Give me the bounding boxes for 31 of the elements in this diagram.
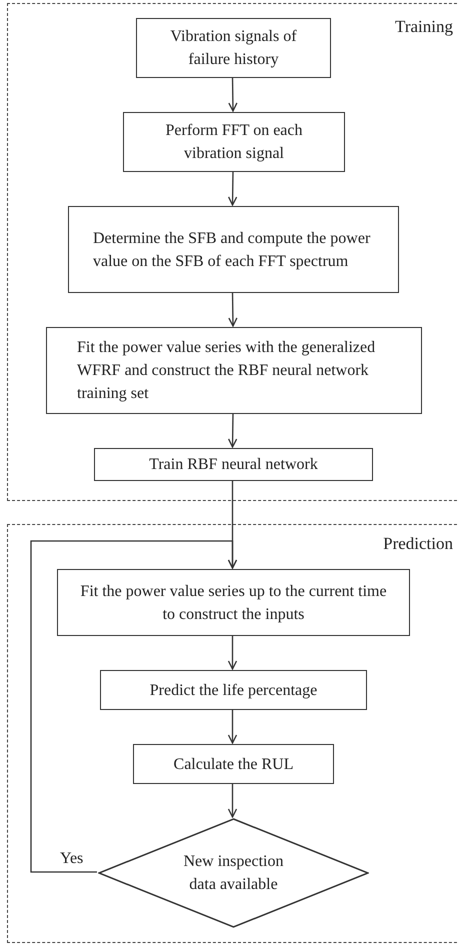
step-text: Calculate the RUL (174, 754, 294, 774)
arrow (228, 77, 238, 112)
arrow (228, 709, 238, 744)
step-text: Perform FFT on each vibration signal (164, 121, 304, 164)
arrow (228, 635, 238, 670)
step-text: Fit the power value series up to the current time to construct the inputs (80, 582, 387, 624)
step-text: Vibration signals of failure history (169, 27, 298, 70)
decision-diamond (98, 818, 369, 928)
step-text: Train RBF neural network (149, 455, 318, 475)
edge-label: Yes (60, 851, 84, 867)
process-box (94, 448, 373, 481)
step-text: New inspection data available (182, 852, 284, 895)
group-title: Training (395, 18, 453, 35)
process-box (123, 112, 345, 172)
process-box (133, 744, 334, 784)
process-box (46, 327, 422, 414)
arrow (30, 540, 238, 873)
step-text: Determine the SFB and compute the power value on the SFB of each FFT spectrum (93, 228, 372, 272)
arrow (228, 783, 238, 818)
group-title: Prediction (383, 535, 453, 552)
process-box (136, 18, 331, 78)
arrow (228, 171, 238, 206)
process-box (100, 670, 367, 710)
process-box (57, 569, 410, 636)
step-text: Fit the power value series with the generalized WFRF and construct the RBF neural network training set (77, 338, 376, 404)
arrow (228, 413, 238, 448)
step-text: Predict the life percentage (150, 680, 318, 700)
dashed-group-frame (7, 3, 459, 501)
dashed-group-frame (7, 524, 459, 943)
process-box (68, 206, 399, 293)
arrow (228, 292, 238, 327)
